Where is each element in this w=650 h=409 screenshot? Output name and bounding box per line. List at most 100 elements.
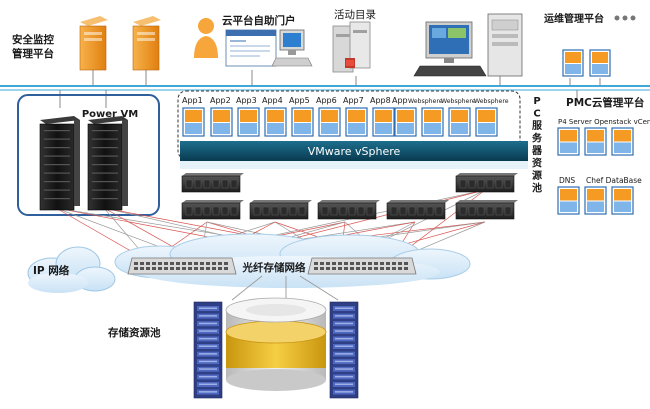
switch-port	[392, 267, 396, 270]
database-cylinder-icon	[225, 297, 327, 391]
pc-pool-char: 器	[531, 145, 543, 157]
ops-monitor-icon	[413, 21, 487, 77]
ops-server-tower-icon	[487, 13, 523, 77]
fc-network-label: 光纤存储网络	[242, 261, 306, 274]
switch-port	[386, 267, 390, 270]
pc-pool-char: P	[533, 96, 540, 107]
switch-port	[350, 267, 354, 270]
security-server-icon-2	[132, 16, 161, 71]
switch-port	[134, 262, 138, 265]
switch-port	[164, 262, 168, 265]
app-vm-tile-5	[291, 107, 314, 137]
portal-label: 云平台自助门户	[222, 14, 296, 27]
pmc-dns-label: DNS	[559, 176, 575, 185]
switch-port	[170, 262, 174, 265]
blade-server-6	[386, 200, 449, 220]
switch-port	[182, 267, 186, 270]
security-server-icon-1	[79, 16, 108, 71]
pc-pool-char: C	[533, 109, 540, 120]
switch-port	[206, 262, 210, 265]
switch-port	[326, 267, 330, 270]
switch-port	[152, 262, 156, 265]
blade-server-4	[249, 200, 312, 220]
switch-port	[356, 267, 360, 270]
switch-port	[404, 267, 408, 270]
switch-port	[380, 262, 384, 265]
blade-server-2	[455, 173, 518, 193]
switch-port	[146, 262, 150, 265]
directory-server-icon	[332, 21, 371, 73]
app-label-5: App5	[289, 96, 310, 105]
blade-server-3	[181, 200, 244, 220]
switch-port	[314, 262, 318, 265]
switch-port	[320, 262, 324, 265]
switch-port	[338, 262, 342, 265]
switch-port	[194, 267, 198, 270]
app-vm-tile-8	[372, 107, 395, 137]
switch-port	[182, 262, 186, 265]
switch-port	[200, 262, 204, 265]
switch-port	[158, 262, 162, 265]
switch-port	[218, 262, 222, 265]
switch-port	[350, 262, 354, 265]
app-vm-tile-10	[421, 107, 444, 137]
switch-port	[398, 262, 402, 265]
pc-pool-char: 池	[532, 182, 542, 195]
switch-port	[392, 262, 396, 265]
switch-port	[332, 267, 336, 270]
pmc-vm-tile-2	[584, 127, 607, 156]
directory-label: 活动目录	[334, 9, 376, 21]
vsphere-glow	[180, 161, 528, 169]
pmc-vm-tile-3	[611, 127, 634, 156]
switch-port	[140, 267, 144, 270]
ops-more-dots-icon	[614, 15, 636, 21]
security-label-line1: 安全监控	[12, 33, 54, 46]
switch-port	[146, 267, 150, 270]
switch-port	[140, 262, 144, 265]
switch-port	[404, 262, 408, 265]
pmc-vm-tile-1	[557, 127, 580, 156]
switch-port	[152, 267, 156, 270]
app-label-1: App1	[182, 96, 203, 105]
switch-port	[380, 267, 384, 270]
power-vm-label: Power VM	[82, 109, 138, 120]
switch-port	[374, 262, 378, 265]
switch-port	[194, 262, 198, 265]
storage-array-2	[329, 301, 359, 399]
app-label-10: Websphere	[408, 98, 443, 105]
pc-pool-char: 资	[532, 157, 542, 170]
power-vm-rack-2	[87, 116, 128, 211]
switch-port	[320, 267, 324, 270]
pmc-chef-label: Chef DataBase	[586, 176, 642, 185]
switch-port	[344, 262, 348, 265]
app-vm-tile-4	[264, 107, 287, 137]
app-label-11: Websphere	[441, 98, 476, 105]
security-label-line2: 管理平台	[12, 47, 54, 60]
fc-switch-right	[307, 257, 417, 275]
app-vm-tile-12	[475, 107, 498, 137]
ip-network-cloud: IP 网络	[27, 246, 116, 293]
switch-port	[344, 267, 348, 270]
user-person-icon	[194, 18, 218, 58]
pmc-vm-tile-5	[584, 186, 607, 215]
pc-pool-char: 务	[532, 132, 543, 145]
switch-port	[356, 262, 360, 265]
switch-port	[398, 267, 402, 270]
switch-port	[368, 262, 372, 265]
switch-port	[386, 262, 390, 265]
switch-port	[338, 267, 342, 270]
ops-vm-tile-2	[589, 49, 611, 77]
ops-vm-tile-1	[562, 49, 584, 77]
switch-port	[374, 267, 378, 270]
pc-pool-char: 服	[532, 120, 543, 132]
switch-port	[224, 262, 228, 265]
switch-port	[164, 267, 168, 270]
switch-port	[206, 267, 210, 270]
ops-label: 运维管理平台	[544, 12, 604, 25]
power-vm-rack-1	[39, 116, 80, 211]
storage-pool-label: 存储资源池	[108, 326, 161, 339]
pmc-label: PMC云管理平台	[566, 96, 644, 109]
portal-webpage-icon	[225, 29, 277, 67]
